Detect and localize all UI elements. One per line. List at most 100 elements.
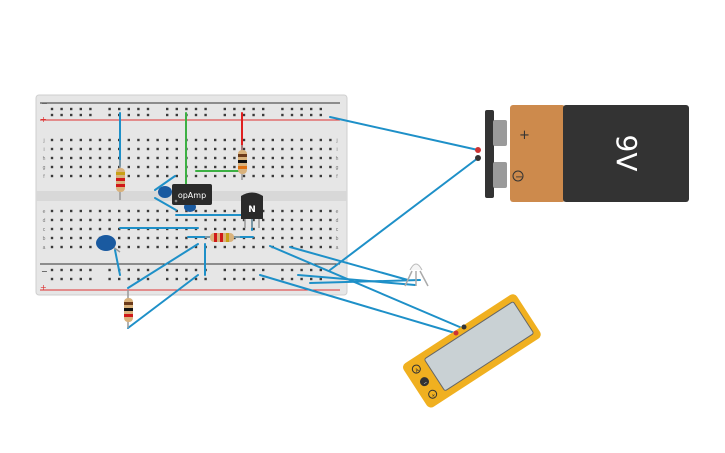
opamp-chip[interactable]: opAmp [172, 184, 212, 205]
breadboard-hole[interactable] [166, 268, 169, 272]
breadboard-hole[interactable] [290, 227, 294, 231]
breadboard-hole[interactable] [79, 156, 82, 160]
breadboard-hole[interactable] [233, 174, 236, 178]
breadboard-hole[interactable] [50, 209, 54, 213]
breadboard-hole[interactable] [329, 218, 332, 222]
breadboard-hole[interactable] [223, 156, 226, 160]
breadboard-hole[interactable] [118, 165, 121, 169]
breadboard-hole[interactable] [108, 165, 111, 169]
breadboard-hole[interactable] [194, 113, 198, 117]
breadboard-hole[interactable] [70, 268, 73, 272]
breadboard-hole[interactable] [175, 107, 178, 111]
wire-diagonal-2[interactable] [127, 274, 199, 329]
breadboard-hole[interactable] [194, 218, 198, 222]
breadboard-hole[interactable] [60, 227, 63, 231]
breadboard-hole[interactable] [290, 277, 294, 281]
breadboard-hole[interactable] [79, 245, 82, 249]
breadboard-hole[interactable] [242, 218, 246, 222]
breadboard-hole[interactable] [204, 147, 207, 151]
breadboard-hole[interactable] [262, 113, 265, 117]
breadboard-hole[interactable] [252, 218, 255, 222]
breadboard-hole[interactable] [310, 174, 313, 178]
breadboard-hole[interactable] [127, 165, 130, 169]
breadboard-hole[interactable] [233, 156, 236, 160]
breadboard-hole[interactable] [310, 165, 313, 169]
breadboard-hole[interactable] [281, 138, 284, 142]
breadboard-hole[interactable] [137, 107, 140, 111]
breadboard-hole[interactable] [271, 138, 274, 142]
breadboard-hole[interactable] [70, 245, 73, 249]
breadboard-hole[interactable] [127, 245, 130, 249]
breadboard-hole[interactable] [194, 138, 198, 142]
wire-battery-positive[interactable] [329, 116, 479, 151]
breadboard-hole[interactable] [281, 227, 284, 231]
wire-to-multimeter-positive[interactable] [269, 245, 463, 329]
breadboard-hole[interactable] [175, 174, 178, 178]
breadboard-hole[interactable] [70, 147, 73, 151]
breadboard-hole[interactable] [60, 218, 63, 222]
breadboard-hole[interactable] [127, 277, 130, 281]
breadboard-hole[interactable] [146, 107, 150, 111]
breadboard-hole[interactable] [329, 227, 332, 231]
breadboard-hole[interactable] [252, 107, 255, 111]
breadboard-hole[interactable] [262, 156, 265, 160]
breadboard-hole[interactable] [233, 268, 236, 272]
breadboard-hole[interactable] [204, 156, 207, 160]
breadboard-hole[interactable] [60, 113, 63, 117]
breadboard-hole[interactable] [50, 218, 54, 222]
breadboard-hole[interactable] [252, 165, 255, 169]
breadboard-hole[interactable] [242, 174, 246, 178]
wire-capacitor-to-rail[interactable] [114, 249, 121, 276]
breadboard-hole[interactable] [271, 209, 274, 213]
breadboard-hole[interactable] [175, 209, 178, 213]
breadboard-hole[interactable] [290, 236, 294, 240]
breadboard-hole[interactable] [262, 174, 265, 178]
breadboard-hole[interactable] [166, 236, 169, 240]
breadboard-hole[interactable] [319, 277, 322, 281]
breadboard-hole[interactable] [262, 138, 265, 142]
breadboard-hole[interactable] [146, 245, 150, 249]
breadboard-hole[interactable] [319, 174, 322, 178]
breadboard-hole[interactable] [262, 245, 265, 249]
battery-lead-red[interactable] [475, 147, 481, 153]
breadboard-hole[interactable] [223, 147, 226, 151]
breadboard-hole[interactable] [146, 147, 150, 151]
breadboard-hole[interactable] [214, 147, 217, 151]
breadboard-hole[interactable] [166, 277, 169, 281]
breadboard-hole[interactable] [281, 236, 284, 240]
breadboard-hole[interactable] [300, 165, 303, 169]
breadboard-hole[interactable] [319, 218, 322, 222]
breadboard-hole[interactable] [319, 138, 322, 142]
breadboard-hole[interactable] [252, 277, 255, 281]
wire-battery-negative[interactable] [329, 157, 479, 271]
wire-to-multimeter-negative[interactable] [259, 274, 456, 334]
breadboard-hole[interactable] [175, 236, 178, 240]
breadboard-hole[interactable] [50, 236, 54, 240]
breadboard-hole[interactable] [50, 165, 54, 169]
breadboard-hole[interactable] [242, 147, 246, 151]
breadboard-hole[interactable] [98, 227, 102, 231]
breadboard-hole[interactable] [98, 174, 102, 178]
breadboard-hole[interactable] [156, 218, 159, 222]
breadboard-hole[interactable] [214, 245, 217, 249]
breadboard-hole[interactable] [300, 156, 303, 160]
breadboard-hole[interactable] [194, 174, 198, 178]
breadboard-hole[interactable] [79, 236, 82, 240]
breadboard-hole[interactable] [89, 227, 92, 231]
breadboard-hole[interactable] [223, 218, 226, 222]
breadboard-hole[interactable] [79, 107, 82, 111]
breadboard-hole[interactable] [214, 227, 217, 231]
breadboard-hole[interactable] [175, 147, 178, 151]
resistor-1[interactable] [116, 160, 125, 200]
breadboard-hole[interactable] [166, 156, 169, 160]
breadboard-hole[interactable] [60, 245, 63, 249]
breadboard-hole[interactable] [175, 113, 178, 117]
breadboard-hole[interactable] [262, 277, 265, 281]
wire-to-led-3[interactable] [309, 279, 421, 284]
breadboard-hole[interactable] [118, 107, 121, 111]
breadboard-hole[interactable] [79, 174, 82, 178]
breadboard-hole[interactable] [281, 174, 284, 178]
breadboard-hole[interactable] [146, 138, 150, 142]
breadboard-hole[interactable] [156, 209, 159, 213]
breadboard-hole[interactable] [233, 147, 236, 151]
